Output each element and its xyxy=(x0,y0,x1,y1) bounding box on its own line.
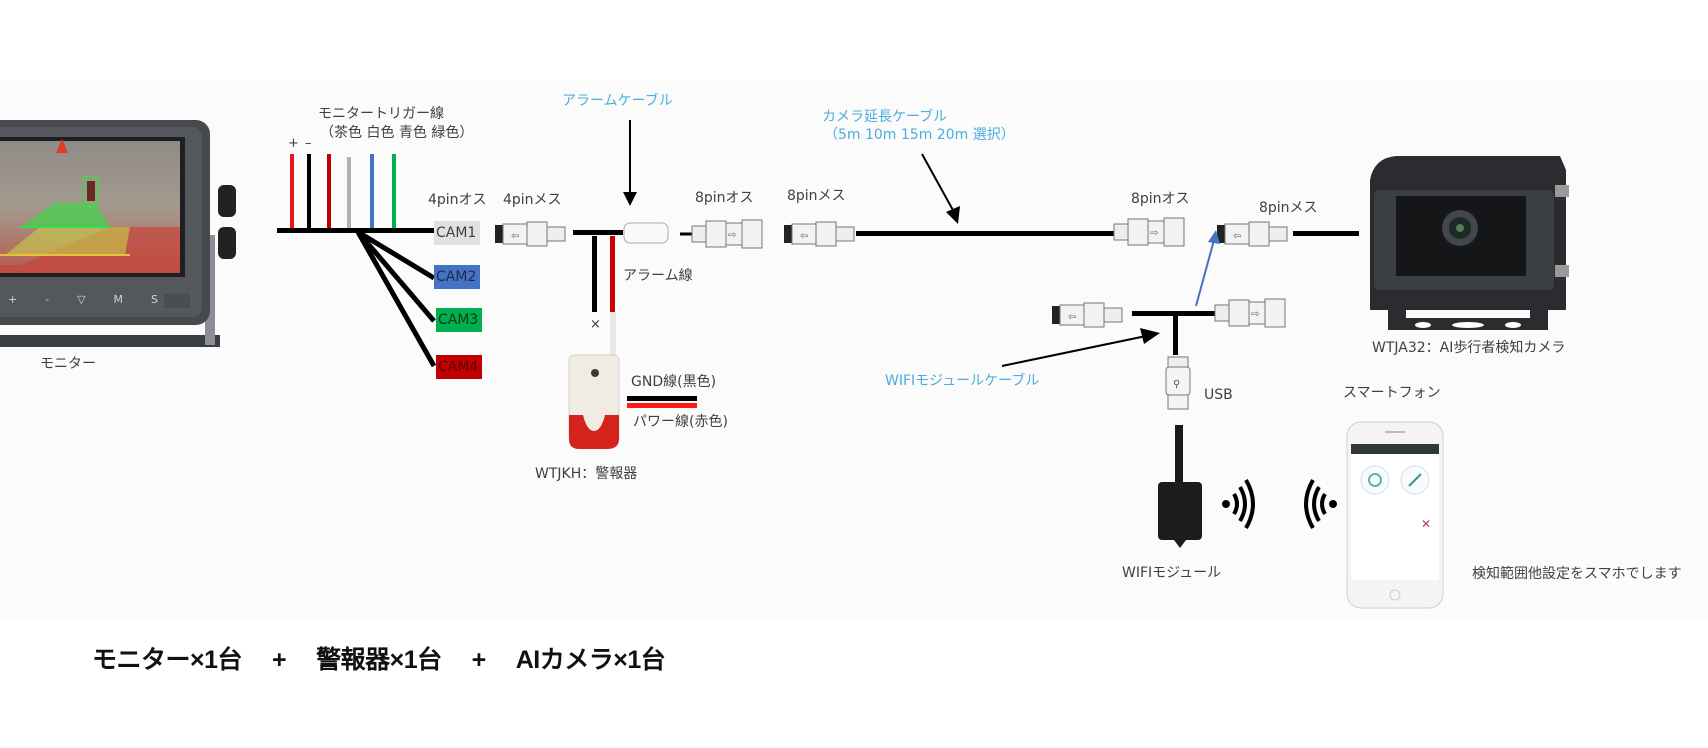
polarity-plus: + xyxy=(288,136,299,151)
alarm-siren-icon xyxy=(568,354,620,449)
wifi-cable-label: WIFIモジュールケーブル xyxy=(885,373,1040,389)
summary-ai-camera: AIカメラ×1台 xyxy=(515,646,666,674)
label-4pin-female: 4pinメス xyxy=(503,192,562,208)
alarm-cable-label: アラームケーブル xyxy=(562,93,673,109)
trigger-wire-blue xyxy=(370,154,374,230)
gnd-label: GND線(黒色) xyxy=(631,374,717,390)
camera-extension-cable xyxy=(856,231,1114,236)
monitor-button-menu: M xyxy=(113,293,124,306)
monitor-graphic xyxy=(0,120,236,347)
extension-cable-lengths: （5m 10m 15m 20m 選択） xyxy=(824,127,1015,143)
alarm-device-caption: WTJKH：警報器 xyxy=(535,466,638,482)
cable-to-camera xyxy=(1293,231,1359,236)
svg-text:⇦: ⇦ xyxy=(1068,312,1076,323)
svg-text:⇦: ⇦ xyxy=(511,231,519,242)
alarm-black-cut-mark: × xyxy=(590,317,601,332)
cam3-label: CAM3 xyxy=(436,308,482,332)
trigger-wire-red xyxy=(290,154,294,230)
svg-text:⇨: ⇨ xyxy=(1251,309,1259,320)
alarm-wire-label: アラーム線 xyxy=(623,268,693,284)
svg-text:⚲: ⚲ xyxy=(1173,379,1180,390)
wifi-connect-arrow xyxy=(1195,230,1220,307)
summary-alarm: 警報器×1台 xyxy=(316,646,442,674)
cam4-label: CAM4 xyxy=(436,355,482,379)
power-label: パワー線(赤色) xyxy=(633,414,728,430)
connector-8pin-male-2-icon: ⇨ xyxy=(1113,217,1185,247)
label-8pin-female-2: 8pinメス xyxy=(1259,200,1318,216)
power-wire xyxy=(627,403,697,408)
wifi-signal-in-icon xyxy=(1304,478,1337,530)
wifi-cable-arrow xyxy=(1001,328,1160,367)
usb-cable xyxy=(1175,425,1183,483)
trigger-wire-black xyxy=(307,154,311,230)
polarity-minus: – xyxy=(305,136,312,151)
cam2-label: CAM2 xyxy=(434,265,480,289)
gnd-wire xyxy=(627,396,697,401)
extension-cable-label: カメラ延長ケーブル xyxy=(822,109,948,125)
alarm-wire-white xyxy=(610,312,616,357)
cam-branch-wires xyxy=(355,229,437,368)
label-4pin-male: 4pinオス xyxy=(428,192,487,208)
ai-camera-image xyxy=(1370,156,1569,330)
wifi-module-image xyxy=(1158,482,1202,548)
monitor-caption: モニター xyxy=(40,356,96,372)
smartphone-title: スマートフォン xyxy=(1343,385,1441,401)
cam1-label: CAM1 xyxy=(434,221,480,245)
connector-8pin-female-2-icon: ⇦ xyxy=(1217,221,1288,247)
summary-monitor: モニター×1台 xyxy=(92,646,243,674)
usb-label: USB xyxy=(1204,387,1233,403)
monitor-button-minus: - xyxy=(45,293,50,306)
trigger-wire-white xyxy=(347,157,351,230)
label-8pin-male-1: 8pinオス xyxy=(695,190,754,206)
trigger-wire-green xyxy=(392,154,396,230)
connector-8pin-female-3-icon: ⇦ xyxy=(1052,302,1123,328)
smartphone-setting-note: 検知範囲他設定をスマホでします xyxy=(1472,566,1682,582)
svg-text:⇦: ⇦ xyxy=(1233,231,1241,242)
monitor-image: + - ▽ M S xyxy=(0,115,245,360)
cable-4pin-to-alarm xyxy=(573,230,623,235)
wifi-cable-horizontal xyxy=(1132,311,1242,316)
svg-text:⇨: ⇨ xyxy=(1150,228,1158,239)
svg-text:✕: ✕ xyxy=(1421,517,1431,531)
monitor-button-down: ▽ xyxy=(77,293,86,306)
wifi-cable-vertical xyxy=(1173,313,1178,355)
monitor-button-row: + - ▽ M S xyxy=(8,293,158,306)
connector-8pin-female-1-icon: ⇦ xyxy=(784,221,855,247)
connector-4pin-female-icon: ⇦ xyxy=(495,221,566,247)
wifi-module-caption: WIFIモジュール xyxy=(1122,565,1222,581)
smartphone-image: ✕ xyxy=(1346,421,1444,609)
trigger-colors: （茶色 白色 青色 緑色） xyxy=(320,125,474,141)
label-8pin-female-1: 8pinメス xyxy=(787,188,846,204)
alarm-wire-red xyxy=(610,236,615,312)
svg-text:⇦: ⇦ xyxy=(800,231,808,242)
ai-camera-caption: WTJA32：AI歩行者検知カメラ xyxy=(1372,340,1566,356)
summary-plus-1: + xyxy=(272,646,287,674)
label-8pin-male-2: 8pinオス xyxy=(1131,191,1190,207)
svg-text:⇨: ⇨ xyxy=(728,230,736,241)
monitor-button-source: S xyxy=(150,293,158,306)
summary-plus-2: + xyxy=(471,646,487,674)
package-summary: モニター×1台 + 警報器×1台 + AIカメラ×1台 xyxy=(92,640,666,676)
trigger-bus xyxy=(277,228,435,233)
alarm-cable-box-icon xyxy=(623,222,669,244)
wifi-signal-out-icon xyxy=(1222,478,1255,530)
alarm-cable-arrow xyxy=(623,120,637,206)
alarm-wire-black xyxy=(592,236,597,312)
trigger-wire-brown xyxy=(327,154,331,230)
usb-plug-icon: ⚲ xyxy=(1165,356,1191,410)
connector-8pin-male-3-icon: ⇨ xyxy=(1214,298,1286,328)
connector-8pin-male-1-icon: ⇨ xyxy=(680,219,763,249)
trigger-title: モニタートリガー線 xyxy=(318,106,444,122)
extension-cable-arrow xyxy=(921,153,960,224)
monitor-button-plus: + xyxy=(8,293,18,306)
